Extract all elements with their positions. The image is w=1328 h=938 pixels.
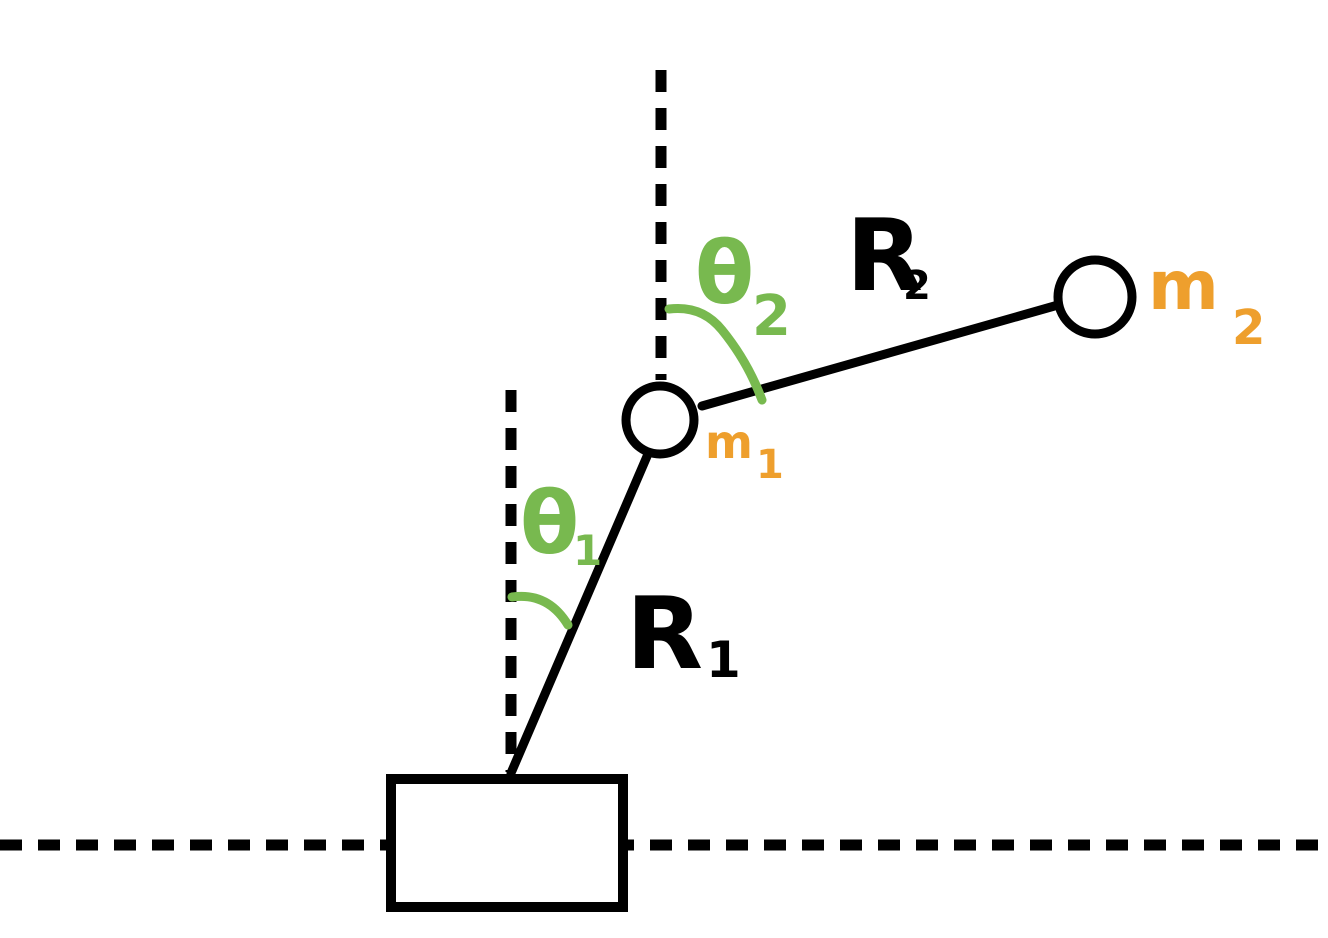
m2-subscript: 2 <box>1232 300 1265 356</box>
cart <box>386 774 628 912</box>
angle-arc-2 <box>664 303 767 405</box>
theta2-subscript: 2 <box>752 284 791 349</box>
theta1-label: θ <box>520 474 579 574</box>
theta2-label: θ <box>695 224 754 324</box>
r2-label: R <box>846 197 923 314</box>
m1-label: m <box>705 415 753 469</box>
mass-2 <box>1053 255 1137 339</box>
r2-subscript: 2 <box>903 263 931 309</box>
mass-1 <box>621 381 699 459</box>
r1-subscript: 1 <box>706 631 741 689</box>
m2-label: m <box>1148 247 1219 326</box>
theta1-subscript: 1 <box>573 526 602 575</box>
angle-arc-1 <box>507 591 573 630</box>
m1-subscript: 1 <box>756 442 784 488</box>
rod-1 <box>506 449 653 778</box>
r1-label: R <box>626 575 703 692</box>
